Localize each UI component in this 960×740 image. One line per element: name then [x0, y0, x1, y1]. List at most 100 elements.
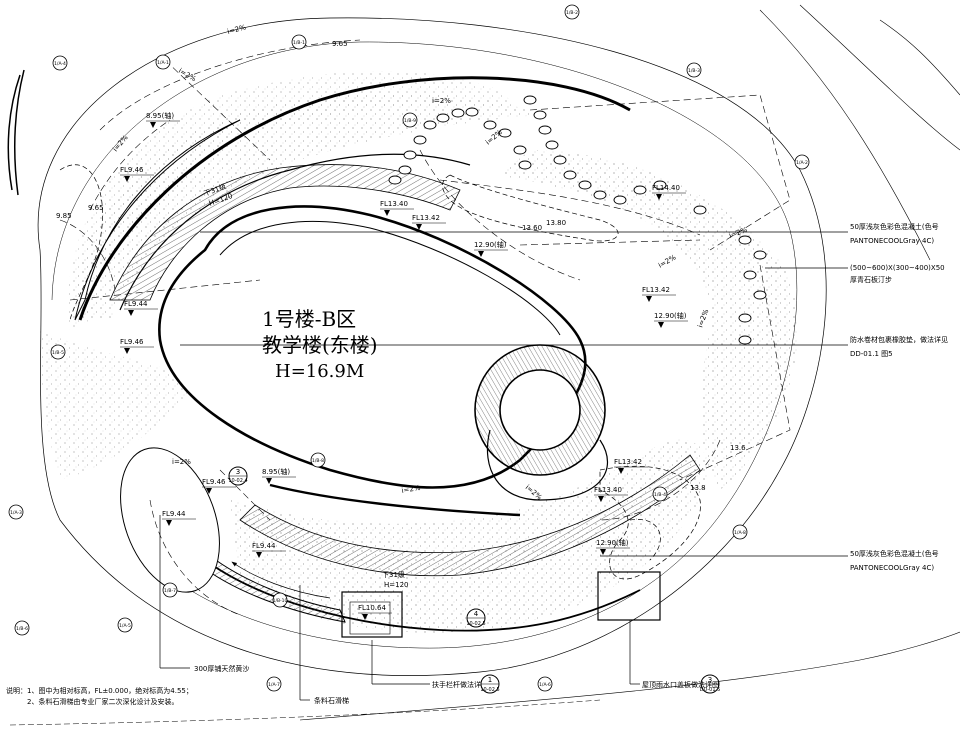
right-paving [500, 150, 798, 490]
grid-bubble: 1/A-4 [52, 55, 68, 71]
grid-bubble: 1/B-6 [14, 620, 30, 636]
elevation-marker: 12.90(轴) [654, 311, 688, 328]
elevation-triangle [598, 496, 604, 502]
elevation-marker: 8.95(轴) [262, 467, 296, 484]
elevation-marker: FL9.46 [120, 166, 154, 182]
grid-bubble-label: 1/B-9 [404, 118, 416, 124]
callout-waterproof: 防水卷材包裹橡胶垫，做法详见 [850, 335, 948, 344]
detail-ref-num: 3 [236, 468, 240, 476]
elevation-label: FL13.42 [614, 458, 642, 466]
callout-concrete-2b: PANTONECOOLGray 4C) [850, 564, 934, 572]
elevation-triangle [618, 468, 624, 474]
elevation-triangle [206, 488, 212, 494]
slope-label: i=2% [111, 133, 130, 153]
detail-ref-2: 4 10-02.5 [466, 608, 486, 628]
contour-label: 13.8 [690, 484, 706, 492]
elevation-label: FL14.40 [652, 184, 680, 192]
road-edge-right [759, 4, 960, 261]
grid-bubble: 1/B-1 [291, 34, 307, 50]
elevation-label: FL13.42 [642, 286, 670, 294]
contour-label: 9.65 [88, 204, 104, 212]
elevation-triangle [150, 122, 156, 128]
elevation-marker: FL9.44 [252, 542, 286, 558]
callout-stone-b: 厚青石板汀步 [850, 275, 892, 284]
lower-wall-thick [269, 483, 521, 517]
elevation-label: FL13.40 [380, 200, 408, 208]
elevation-label: FL9.44 [124, 300, 148, 308]
elevation-triangle [646, 296, 652, 302]
grid-bubble-label: 1/B-10 [273, 598, 288, 604]
elevation-label: 12.90(轴) [474, 240, 507, 249]
grid-bubble-label: 1/B-4 [654, 492, 666, 498]
contour-label: 9.65 [332, 40, 348, 48]
grid-bubble-label: 1/A-5 [119, 623, 131, 629]
elevation-label: FL9.46 [120, 338, 144, 346]
handrail-detail-box-inner [349, 601, 391, 635]
spiral-stair-inner [499, 369, 581, 451]
grid-bubble-label: 1/A-2 [796, 160, 808, 166]
elevation-label: FL9.44 [252, 542, 276, 550]
callout-waterproof-b: DD-01.1 图5 [850, 350, 893, 358]
grid-bubble-label: 1/B-2 [566, 10, 578, 16]
lower-paving [230, 439, 708, 633]
detail-ref-3: 1 10-02.5 [480, 674, 500, 694]
note-line-2: 2、条料石滑梯由专业厂家二次深化设计及安装。 [6, 698, 179, 706]
slope-label: i=2% [226, 23, 247, 36]
detail-ref-num: 3 [708, 676, 712, 684]
grid-bubble-label: 1/A-8 [734, 530, 746, 536]
elevation-label: 8.95(轴) [146, 111, 174, 120]
grid-bubble: 1/A-8 [732, 524, 748, 540]
elevation-marker: FL13.42 [412, 214, 446, 230]
grid-bubble-label: 1/A-7 [268, 682, 280, 688]
callout-roof-drain: 屋顶雨水口盖板做法详图 [642, 680, 719, 689]
building-height: H=16.9M [275, 361, 364, 382]
elevation-label: FL9.46 [120, 166, 144, 174]
spiral-stair-tail [486, 429, 609, 501]
detail-ref-1: 3 10-02.4 [228, 466, 248, 486]
contour-label: 13.6 [730, 444, 746, 452]
elevation-label: FL13.40 [594, 486, 622, 494]
grid-bubble-label: 1/A-1 [157, 60, 169, 66]
grid-bubble-label: 1/B-7 [164, 588, 176, 594]
contour-label: 9.85 [56, 212, 72, 220]
detail-ref-code: DD-01.5 [700, 687, 721, 693]
grid-bubble-label: 1/B-6 [16, 626, 28, 632]
left-edge-lines [7, 69, 25, 196]
detail-ref-num: 1 [488, 676, 492, 684]
elevation-label: FL9.46 [202, 478, 226, 486]
elevation-triangle [600, 549, 606, 555]
detail-ref-4: 3 DD-01.5 [700, 674, 721, 694]
elevation-label: FL10.64 [358, 604, 387, 612]
stone-slide [199, 551, 346, 623]
elevation-marker: 12.90(轴) [474, 240, 508, 257]
elevation-label: 8.95(轴) [262, 467, 290, 476]
elevation-triangle [124, 348, 130, 354]
left-lawn-paving [67, 71, 520, 330]
elevation-marker: FL9.46 [202, 478, 236, 494]
elevation-marker: FL9.44 [124, 300, 158, 316]
grid-bubble-label: 1/B-1 [293, 40, 305, 46]
grid-bubble-label: 1/B-8 [312, 458, 324, 464]
elevation-marker: FL13.40 [594, 486, 628, 502]
callout-sand: 300厚铺天然黄沙 [194, 664, 249, 673]
grid-bubble: 1/A-5 [117, 617, 133, 633]
grid-bubble-label: 1/B-3 [688, 68, 700, 74]
lower-road-curve [299, 631, 960, 721]
elevation-triangle [478, 251, 484, 257]
building-inner-line [219, 220, 561, 336]
elevation-triangle [128, 310, 134, 316]
callout-leaders [159, 231, 848, 701]
grid-bubble: 1/B-2 [564, 4, 580, 20]
drawing-notes: 说明：1、图中为相对标高，FL±0.000，绝对标高为4.55； 2、条料石滑梯… [6, 686, 193, 708]
slope-label: i=2% [172, 458, 191, 466]
callout-concrete-1: 50厚浅灰色彩色混凝土(色号 [850, 222, 939, 231]
grid-bubble: 1/B-8 [310, 452, 326, 468]
elevation-triangle [416, 224, 422, 230]
building-name: 1号楼-B区 [262, 307, 356, 331]
grid-bubble: 1/A-2 [794, 154, 810, 170]
elevation-marker: FL14.40 [652, 184, 686, 200]
slide-direction-arrow [231, 561, 331, 599]
road-edge-top-right [879, 19, 960, 96]
grid-bubble-label: 1/B-5 [52, 350, 64, 356]
